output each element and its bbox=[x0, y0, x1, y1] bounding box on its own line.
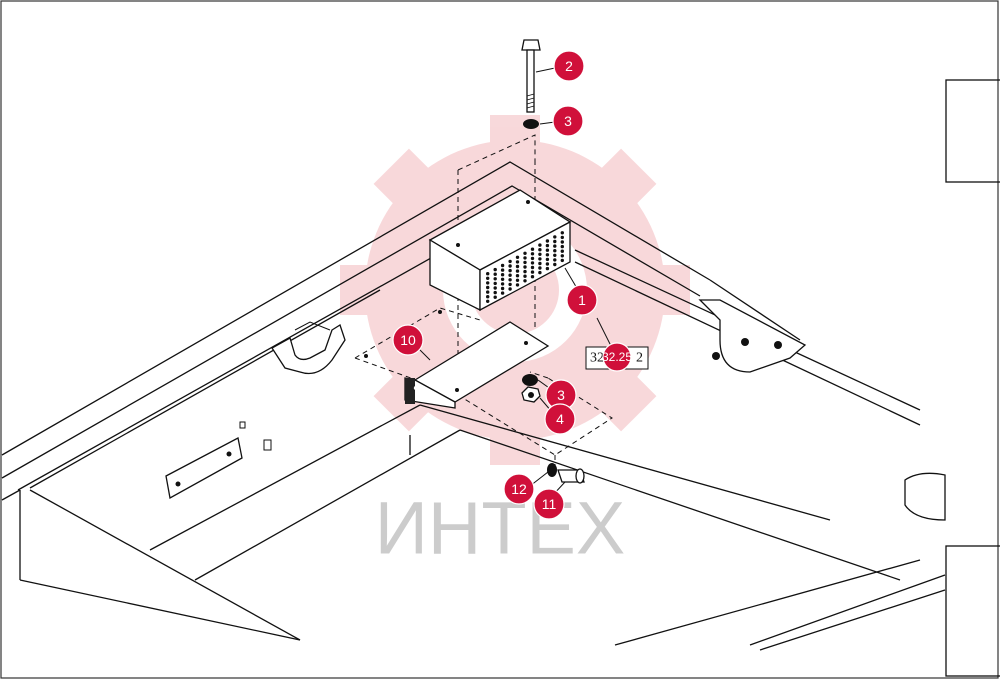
vent-holes bbox=[486, 231, 564, 303]
svg-text:1: 1 bbox=[578, 292, 586, 308]
frame-outline bbox=[1, 79, 1000, 677]
reference-right-text: 2 bbox=[636, 351, 643, 366]
side-panel-bottom bbox=[945, 545, 1000, 677]
callout-10: 10 bbox=[392, 324, 424, 356]
washer-part-12 bbox=[547, 463, 557, 477]
callout-1: 1 bbox=[566, 284, 598, 316]
svg-text:3: 3 bbox=[557, 387, 565, 403]
angle-bracket-part-10 bbox=[404, 321, 550, 409]
svg-text:10: 10 bbox=[400, 332, 416, 348]
svg-text:3: 3 bbox=[564, 113, 572, 129]
svg-text:2: 2 bbox=[565, 58, 573, 74]
callout-11: 11 bbox=[533, 488, 565, 520]
callout-12: 12 bbox=[503, 473, 535, 505]
svg-text:11: 11 bbox=[542, 496, 557, 512]
callout-3a: 3 bbox=[552, 105, 584, 137]
washer-top-part-3 bbox=[523, 119, 539, 129]
u-clip-bracket bbox=[271, 321, 346, 375]
washer-bottom-part-3 bbox=[522, 374, 538, 386]
side-panel-top bbox=[945, 79, 1000, 183]
svg-text:4: 4 bbox=[556, 411, 564, 427]
reference-box: 32.25 2 32.25 bbox=[585, 342, 649, 372]
svg-text:12: 12 bbox=[511, 481, 527, 497]
callout-2: 2 bbox=[553, 50, 585, 82]
bolt-part-2 bbox=[521, 39, 541, 113]
callout-4: 4 bbox=[544, 403, 576, 435]
mounting-plate-left bbox=[165, 421, 272, 500]
vented-box-part-1 bbox=[428, 189, 572, 312]
watermark-text: ИНТЕХ bbox=[375, 487, 626, 570]
small-bolt-part-11 bbox=[557, 468, 585, 484]
nut-part-4 bbox=[521, 386, 541, 403]
reference-badge-text: 32.25 bbox=[602, 350, 632, 364]
